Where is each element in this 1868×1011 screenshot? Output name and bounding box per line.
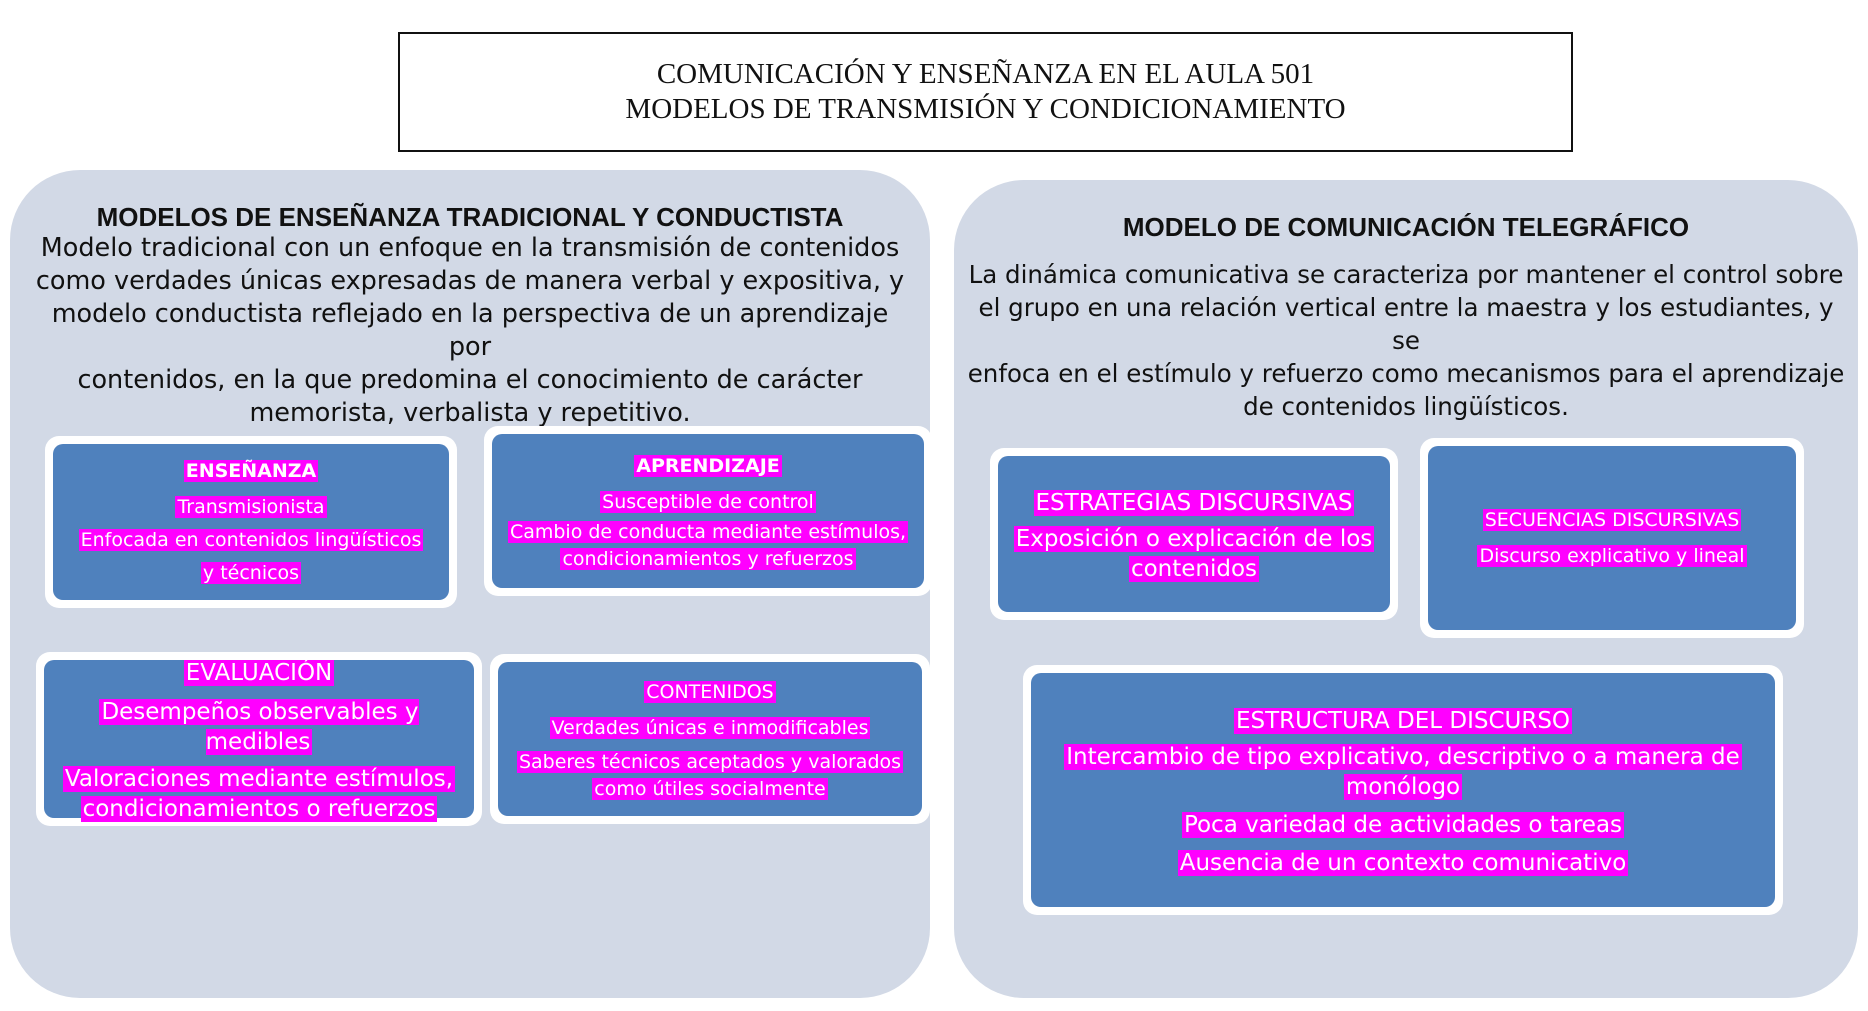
card-aprendizaje-title: APRENDIZAJE [634, 454, 782, 477]
card-evaluacion-title: EVALUACIÓN [183, 659, 335, 686]
card-evaluacion-item: Valoraciones mediante estímulos, [62, 765, 456, 792]
card-estructura-item: monólogo [1343, 773, 1463, 800]
left-desc-line: Modelo tradicional con un enfoque en la … [40, 233, 900, 263]
right-panel-title: MODELO DE COMUNICACIÓN TELEGRÁFICO [1122, 212, 1690, 242]
card-ensenanza-body: ENSEÑANZA Transmisionista Enfocada en co… [53, 444, 449, 600]
card-contenidos-item: como útiles socialmente [592, 777, 828, 800]
card-evaluacion-item: condicionamientos o refuerzos [80, 795, 438, 822]
card-secuencias-title: SECUENCIAS DISCURSIVAS [1482, 508, 1742, 531]
left-desc-line: contenidos, en la que predomina el conoc… [77, 365, 863, 395]
left-panel-description: Modelo tradicional con un enfoque en la … [28, 232, 912, 430]
card-estrategias: ESTRATEGIAS DISCURSIVAS Exposición o exp… [990, 448, 1398, 620]
left-panel-title: MODELOS DE ENSEÑANZA TRADICIONAL Y CONDU… [96, 202, 844, 232]
card-ensenanza-item: Transmisionista [175, 495, 327, 518]
left-desc-line: modelo conductista reflejado en la persp… [51, 299, 889, 362]
card-contenidos-item: Saberes técnicos aceptados y valorados [516, 750, 904, 773]
right-desc-line: enfoca en el estímulo y refuerzo como me… [967, 359, 1845, 388]
card-ensenanza: ENSEÑANZA Transmisionista Enfocada en co… [45, 436, 457, 608]
card-secuencias-item: Discurso explicativo y lineal [1477, 544, 1747, 567]
card-aprendizaje-item: Cambio de conducta mediante estímulos, [507, 520, 909, 543]
card-aprendizaje-body: APRENDIZAJE Susceptible de control Cambi… [492, 434, 924, 588]
card-estrategias-body: ESTRATEGIAS DISCURSIVAS Exposición o exp… [998, 456, 1390, 612]
card-estrategias-title: ESTRATEGIAS DISCURSIVAS [1033, 489, 1355, 516]
right-desc-line: el grupo en una relación vertical entre … [978, 293, 1834, 355]
card-evaluacion-item: Desempeños observables y medibles [99, 698, 419, 755]
card-contenidos-title: CONTENIDOS [644, 680, 776, 703]
header-line-1: COMUNICACIÓN Y ENSEÑANZA EN EL AULA 501 [656, 58, 1315, 90]
card-contenidos: CONTENIDOS Verdades únicas e inmodificab… [490, 654, 930, 824]
card-contenidos-body: CONTENIDOS Verdades únicas e inmodificab… [498, 662, 922, 816]
left-desc-line: memorista, verbalista y repetitivo. [249, 398, 691, 428]
card-estrategias-item: Exposición o explicación de los [1013, 525, 1375, 552]
card-ensenanza-title: ENSEÑANZA [183, 459, 319, 482]
card-ensenanza-item: y técnicos [200, 561, 302, 584]
card-secuencias: SECUENCIAS DISCURSIVAS Discurso explicat… [1420, 438, 1804, 638]
card-estrategias-item: contenidos [1128, 555, 1260, 582]
header-title-box: COMUNICACIÓN Y ENSEÑANZA EN EL AULA 501 … [398, 32, 1573, 152]
card-estructura: ESTRUCTURA DEL DISCURSO Intercambio de t… [1023, 665, 1783, 915]
card-estructura-item: Ausencia de un contexto comunicativo [1177, 849, 1629, 876]
card-estructura-item: Intercambio de tipo explicativo, descrip… [1064, 743, 1742, 770]
card-aprendizaje: APRENDIZAJE Susceptible de control Cambi… [484, 426, 932, 596]
card-ensenanza-item: Enfocada en contenidos lingüísticos [78, 528, 424, 551]
card-aprendizaje-item: Susceptible de control [600, 490, 816, 513]
card-secuencias-body: SECUENCIAS DISCURSIVAS Discurso explicat… [1428, 446, 1796, 630]
left-desc-line: como verdades únicas expresadas de maner… [35, 266, 905, 296]
card-evaluacion-body: EVALUACIÓN Desempeños observables y medi… [44, 659, 474, 822]
card-estructura-body: ESTRUCTURA DEL DISCURSO Intercambio de t… [1031, 673, 1775, 907]
right-desc-line: de contenidos lingüísticos. [1243, 392, 1569, 421]
card-estructura-item: Poca variedad de actividades o tareas [1181, 811, 1625, 838]
header-line-2: MODELOS DE TRANSMISIÓN Y CONDICIONAMIENT… [625, 93, 1346, 125]
card-contenidos-item: Verdades únicas e inmodificables [549, 716, 871, 739]
right-desc-line: La dinámica comunicativa se caracteriza … [968, 260, 1844, 289]
card-aprendizaje-item: condicionamientos y refuerzos [560, 547, 856, 570]
right-panel-description: La dinámica comunicativa se caracteriza … [962, 258, 1850, 423]
card-estructura-title: ESTRUCTURA DEL DISCURSO [1233, 707, 1573, 734]
card-evaluacion: EVALUACIÓN Desempeños observables y medi… [36, 652, 482, 826]
